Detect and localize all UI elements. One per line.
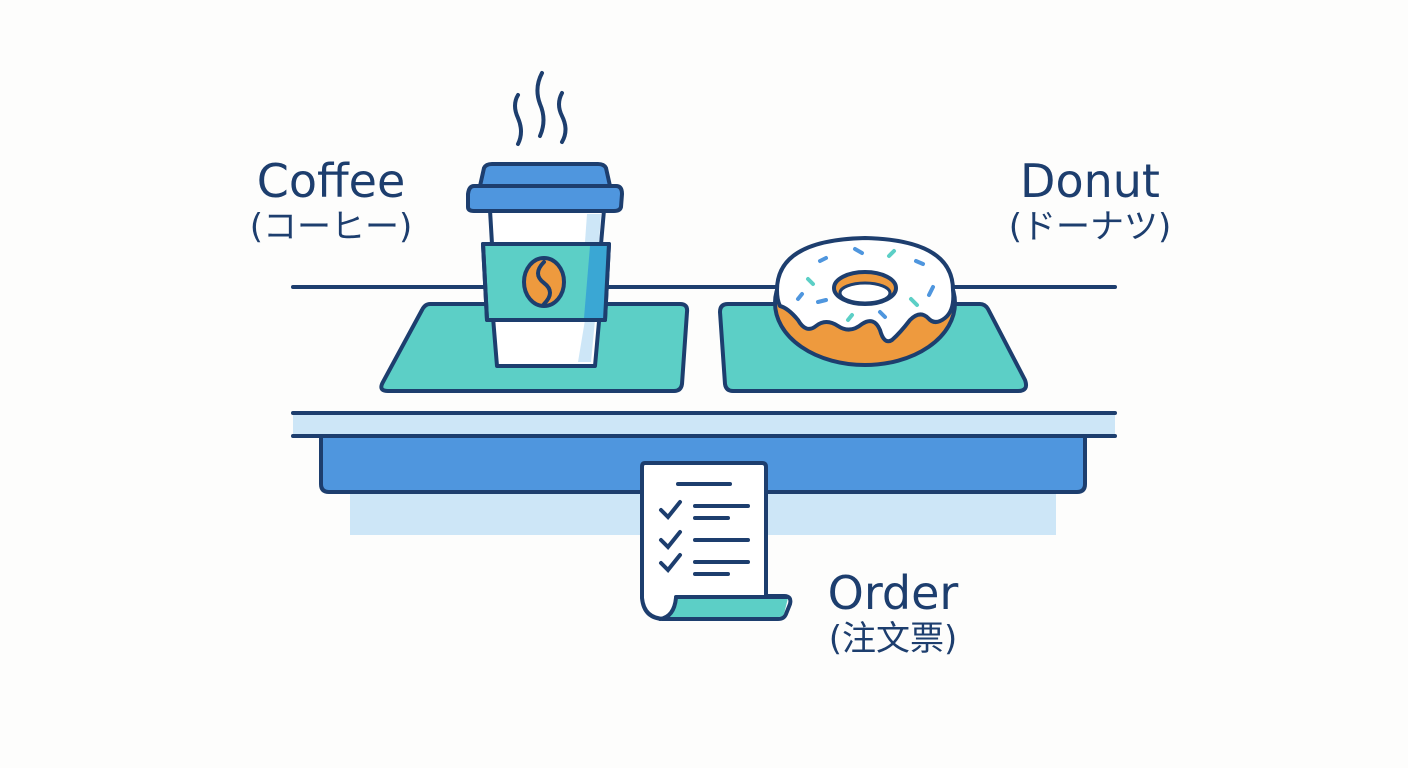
coffee-label: Coffee (コーヒー) xyxy=(236,156,426,246)
coffee-bean-icon xyxy=(522,256,566,308)
donut-label-ja: (ドーナツ) xyxy=(1008,206,1172,247)
coffee-label-en: Coffee xyxy=(256,154,406,208)
donut-icon xyxy=(773,236,957,367)
order-receipt-icon xyxy=(640,461,793,621)
order-label-en: Order xyxy=(827,566,959,620)
order-label-ja: (注文票) xyxy=(828,618,958,659)
checkmark-icon xyxy=(659,553,682,573)
donut-label: Donut (ドーナツ) xyxy=(990,156,1190,246)
donut-label-en: Donut xyxy=(1020,154,1160,208)
coffee-cup-icon xyxy=(466,162,624,368)
steam-icon xyxy=(513,71,568,146)
checkmark-icon xyxy=(659,500,682,520)
coffee-label-ja: (コーヒー) xyxy=(249,206,413,247)
checkmark-icon xyxy=(659,530,682,550)
order-label: Order (注文票) xyxy=(808,568,978,658)
